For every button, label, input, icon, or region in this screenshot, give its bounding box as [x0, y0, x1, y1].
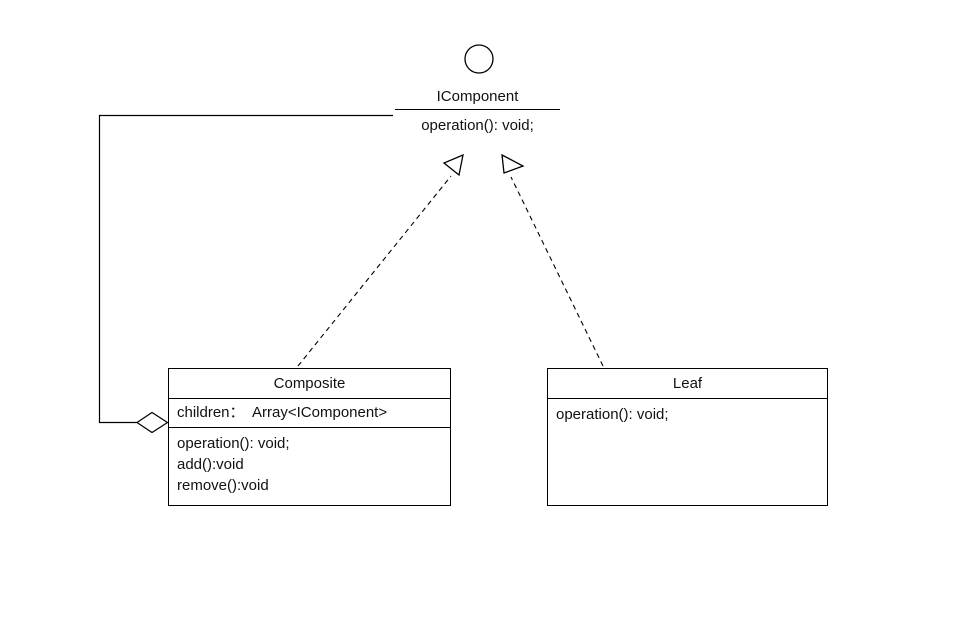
aggregation-connector-line — [98, 114, 393, 424]
class-leaf-methods: operation(): void; — [548, 399, 827, 425]
class-composite-method: operation(): void; — [177, 435, 290, 452]
class-leaf-method: operation(): void; — [556, 406, 669, 423]
realization-line-composite — [297, 175, 452, 367]
class-composite: Composite children： Array<IComponent> op… — [168, 368, 451, 506]
class-leaf: Leaf operation(): void; — [547, 368, 828, 506]
interface-operation: operation(): void; — [421, 117, 534, 134]
class-composite-method: remove():void — [177, 477, 269, 494]
class-composite-method: add():void — [177, 456, 244, 473]
realization-line-leaf — [510, 176, 604, 367]
interface-lollipop-icon — [464, 44, 494, 74]
class-composite-methods: operation(): void; add():void remove():v… — [169, 428, 450, 496]
class-composite-attribute: children： Array<IComponent> — [169, 399, 450, 428]
interface-name: IComponent — [395, 87, 560, 110]
realization-arrow-composite-icon — [442, 153, 464, 177]
aggregation-diamond-icon — [135, 411, 169, 434]
class-leaf-title: Leaf — [548, 369, 827, 399]
interface-icomponent: IComponent operation(): void; — [395, 87, 560, 136]
class-composite-title: Composite — [169, 369, 450, 399]
realization-arrow-leaf-icon — [501, 153, 525, 174]
